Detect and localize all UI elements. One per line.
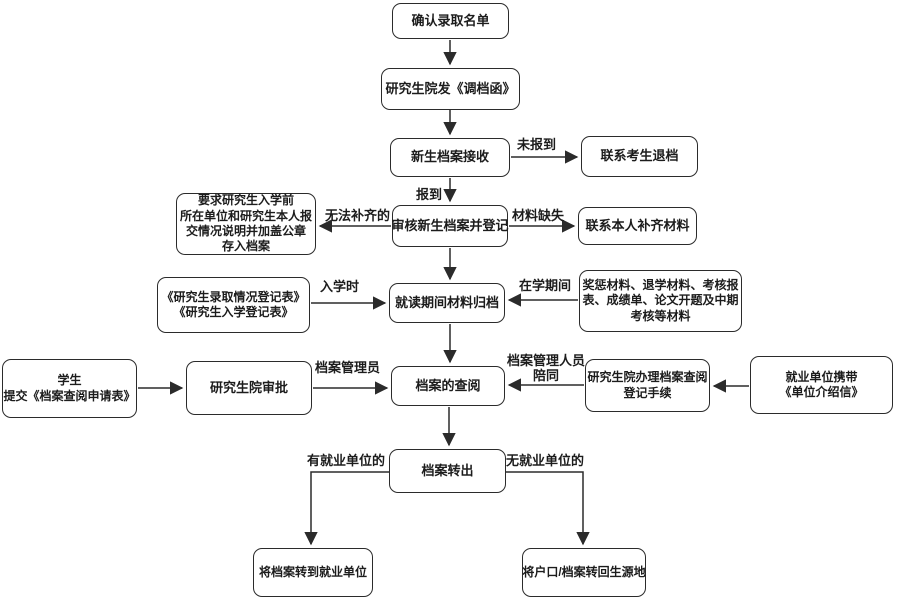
node-consultation-registration-procedure: 研究生院办理档案查阅 登记手续	[585, 359, 710, 412]
node-admission-registration-forms: 《研究生录取情况登记表》 《研究生入学登记表》	[157, 277, 310, 333]
node-archive-materials-during-study: 就读期间材料归档	[389, 283, 505, 323]
node-study-period-materials: 奖惩材料、退学材料、考核报 表、成绩单、论文开题及中期 考核等材料	[579, 270, 742, 332]
node-employer-introduction-letter: 就业单位携带 《单位介绍信》	[750, 356, 893, 414]
edge-label-reported: 报到	[416, 187, 443, 202]
node-send-transfer-letter: 研究生院发《调档函》	[381, 68, 520, 110]
arrow-transfer-to-employer-branch	[304, 471, 389, 546]
edge-label-archive-administrator: 档案管理员	[315, 360, 381, 375]
node-require-sealed-statement: 要求研究生入学前 所在单位和研究生本人报 交情况说明并加盖公章 存入档案	[176, 193, 316, 255]
edge-label-during-study-period: 在学期间	[519, 278, 572, 293]
edge-label-at-enrollment: 入学时	[320, 279, 360, 294]
arrow-transfer-to-hometown-branch	[506, 471, 590, 546]
edge-label-has-employer: 有就业单位的	[307, 453, 386, 468]
node-confirm-admission-list: 确认录取名单	[392, 3, 509, 39]
node-transfer-archive-to-employer: 将档案转到就业单位	[253, 548, 373, 597]
node-review-register-archives: 审核新生档案并登记	[392, 205, 509, 247]
node-graduate-school-approval: 研究生院审批	[186, 361, 312, 415]
node-archive-consultation: 档案的查阅	[391, 366, 505, 406]
edge-label-no-employer: 无就业单位的	[506, 453, 585, 468]
node-contact-candidate-return-archive: 联系考生退档	[581, 136, 698, 177]
edge-label-materials-missing: 材料缺失	[512, 208, 565, 223]
node-receive-new-archives: 新生档案接收	[390, 138, 510, 177]
node-contact-person-supplement: 联系本人补齐材料	[578, 207, 697, 245]
node-transfer-hukou-archive-hometown: 将户口/档案转回生源地	[522, 548, 646, 597]
edge-label-cannot-be-supplemented: 无法补齐的	[325, 208, 391, 223]
edge-label-not-reported: 未报到	[517, 137, 557, 152]
node-student-submit-application: 学生 提交《档案查阅申请表》	[2, 359, 137, 418]
edge-label-archive-staff-accompany: 档案管理人员 陪同	[506, 353, 585, 383]
node-archive-transfer-out: 档案转出	[389, 449, 506, 493]
